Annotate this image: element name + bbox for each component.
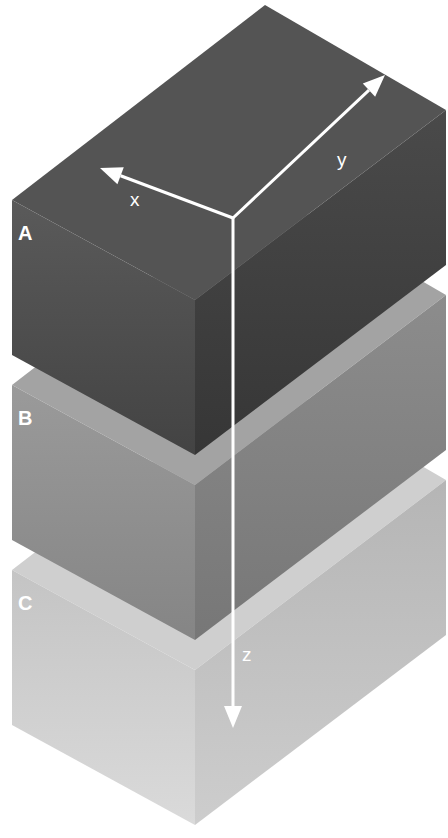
axis-arrowhead bbox=[100, 167, 124, 184]
layer-letter: C bbox=[18, 593, 32, 613]
layer-block: A bbox=[12, 5, 446, 455]
layer-letter: A bbox=[18, 223, 32, 243]
axis-line bbox=[233, 90, 369, 218]
side-face bbox=[195, 480, 446, 825]
axis-label: y bbox=[337, 150, 347, 169]
axis-arrowhead bbox=[363, 75, 385, 97]
block-shape bbox=[12, 5, 446, 455]
front-face bbox=[12, 570, 195, 825]
axis-label: x bbox=[130, 190, 140, 209]
axis-line bbox=[121, 176, 233, 218]
axis-line bbox=[232, 218, 235, 706]
layer-letter: B bbox=[18, 408, 32, 428]
axis-label: z bbox=[242, 645, 252, 664]
